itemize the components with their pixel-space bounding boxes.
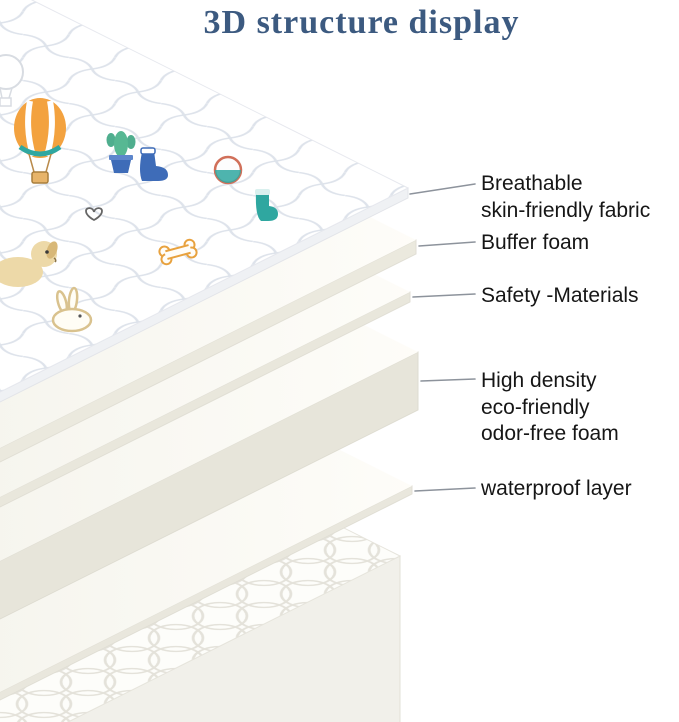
sock-icon [255,189,278,221]
bunny-icon [51,286,93,333]
leader-line-high-density-foam [420,378,476,382]
page-title: 3D structure display [203,4,520,41]
bone-icon [158,238,198,266]
label-line: Buffer foam [481,231,590,254]
label-line: eco-friendly [481,395,590,419]
label-buffer-foam: Buffer foam [481,230,589,257]
label-line: Breathable [481,172,583,195]
fabric-print-motifs [0,54,278,333]
label-safety-materials: Safety -Materials [481,283,639,310]
white-balloon-icon [0,54,24,107]
label-breathable-fabric: Breathable skin-friendly fabric [481,171,650,224]
label-line: odor-free foam [481,422,619,445]
leader-line-breathable-fabric [409,183,476,195]
label-line: skin-friendly fabric [481,198,651,222]
boot-icon [140,147,168,181]
hot-air-balloon-icon [14,98,66,184]
label-high-density-foam: High density eco-friendly odor-free foam [481,368,619,448]
leader-line-buffer-foam [418,241,476,247]
label-line: High density [481,369,597,392]
leader-lines [409,183,476,492]
dog-icon [0,241,58,287]
leader-line-safety-materials [412,293,476,298]
layer-top-fabric [0,0,410,403]
leader-line-waterproof [414,487,476,492]
ball-icon [213,155,243,185]
heart-icon [85,207,103,222]
label-waterproof-layer: waterproof layer [481,476,632,503]
cactus-icon [106,131,136,173]
label-line: Safety -Materials [481,284,639,307]
label-line: waterproof layer [481,477,632,500]
